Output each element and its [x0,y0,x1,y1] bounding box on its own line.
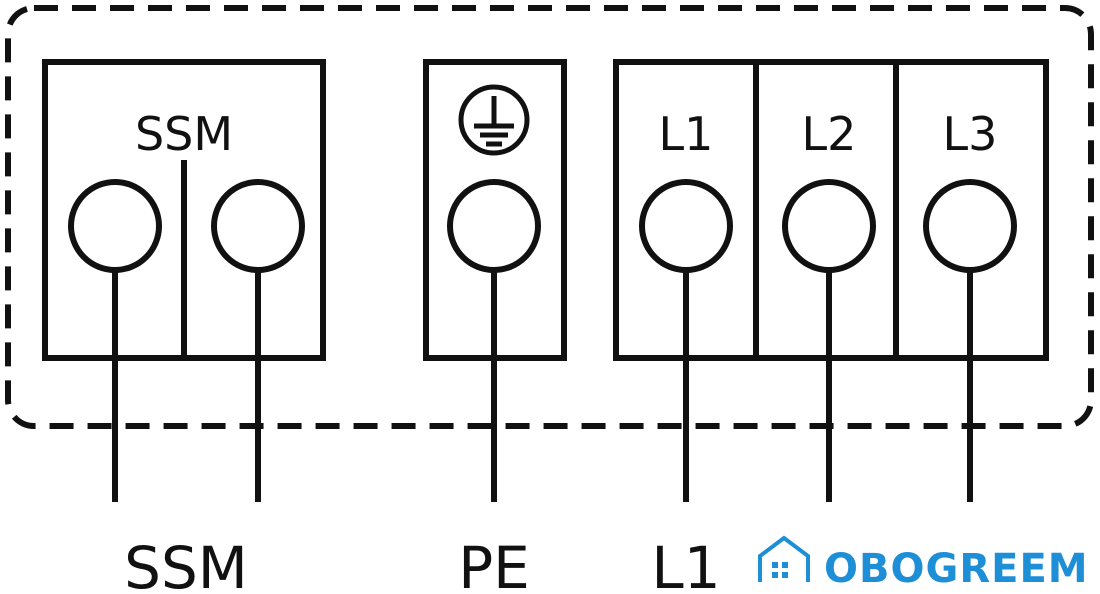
phase-terminal-group: L1 L2 L3 [613,59,1049,502]
housing-outline [5,5,1094,429]
ssm-terminal-group: SSM [42,59,326,502]
phase-label-l1: L1 [659,107,714,161]
l3-terminal [923,179,1017,273]
ssm-terminal-2 [211,179,305,273]
bottom-label-pe: PE [458,534,530,594]
ssm-terminal-1 [68,179,162,273]
pe-terminal [447,179,541,273]
phase-label-l2: L2 [802,107,857,161]
watermark-logo: OBOGREEM [758,535,1089,592]
pe-terminal-group [423,59,567,502]
house-icon [758,535,810,582]
bottom-label-ssm: SSM [124,534,248,594]
l2-terminal [782,179,876,273]
ssm-box-label: SSM [135,107,233,161]
watermark-brand: OBOGREEM [824,546,1089,592]
phase-label-l3: L3 [943,107,998,161]
bottom-label-l1: L1 [651,534,720,594]
earth-ground-icon [458,84,530,156]
l1-terminal [639,179,733,273]
